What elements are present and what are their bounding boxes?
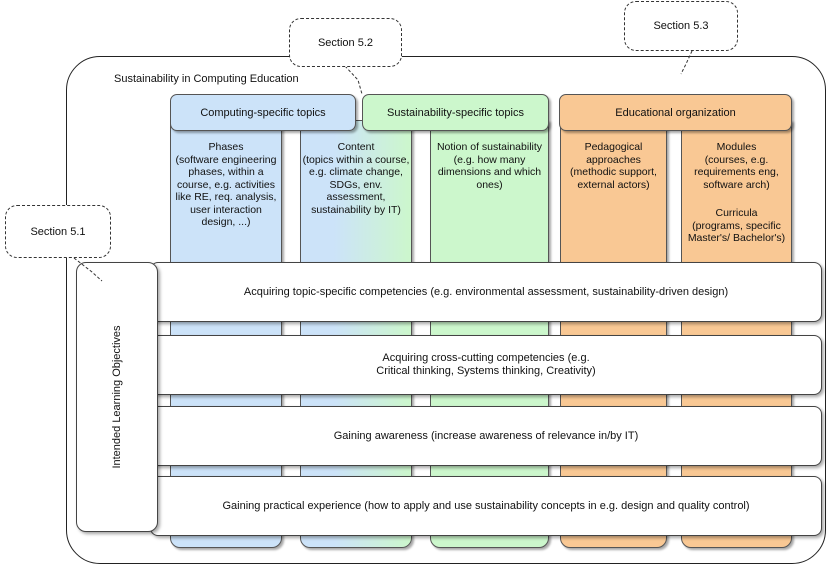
band-topic-specific: Acquiring topic-specific competencies (e… — [150, 262, 822, 322]
notion-text: Notion of sustainability (e.g. how many … — [436, 141, 543, 191]
frame-title: Sustainability in Computing Education — [114, 73, 299, 85]
header-sustainability-topics: Sustainability-specific topics — [362, 94, 549, 131]
callout-section-5-2: Section 5.2 — [289, 18, 402, 67]
phases-text: Phases (software engineering phases, wit… — [175, 141, 277, 228]
band-cross-cutting: Acquiring cross-cutting competencies (e.… — [150, 335, 822, 395]
header-educational-organization: Educational organization — [559, 94, 792, 131]
callout-section-5-3: Section 5.3 — [624, 1, 738, 51]
callout-section-5-1: Section 5.1 — [5, 205, 111, 258]
curricula-text: Curricula (programs, specific Master's/ … — [687, 207, 786, 244]
pedagogical-text: Pedagogical approaches (methodic support… — [570, 141, 657, 191]
band-practical-experience: Gaining practical experience (how to app… — [150, 476, 822, 536]
header-computing-topics: Computing-specific topics — [170, 94, 356, 131]
content-text: Content (topics within a course, e.g. cl… — [302, 141, 410, 216]
intended-learning-objectives-box: Intended Learning Objectives — [76, 262, 158, 532]
band-awareness: Gaining awareness (increase awareness of… — [150, 406, 822, 466]
modules-text: Modules (courses, e.g. requirements eng,… — [694, 141, 779, 191]
